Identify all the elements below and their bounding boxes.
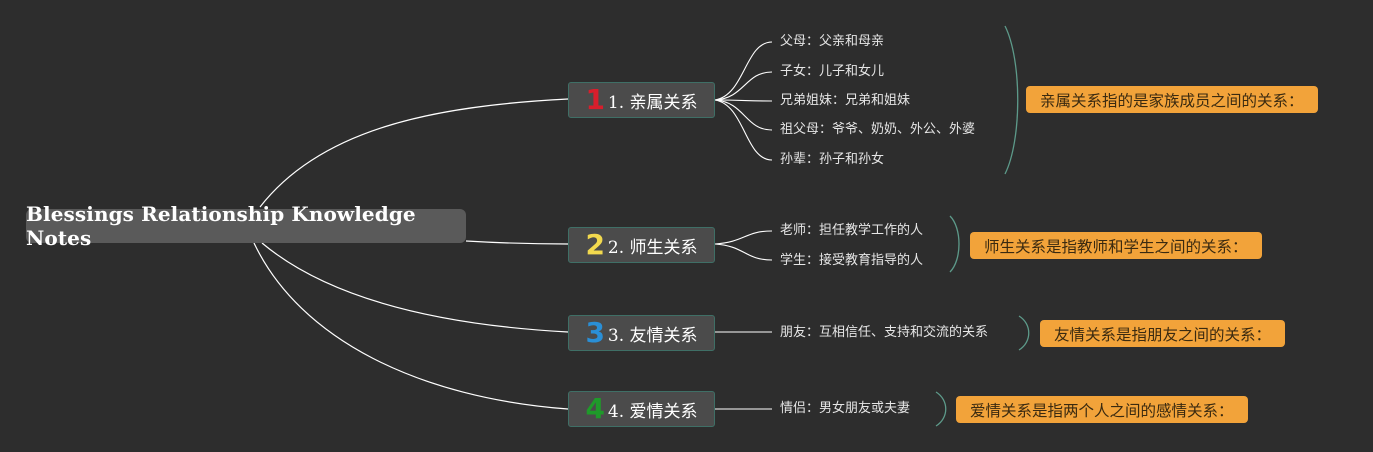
branch-1-leaf-line [714,99,773,161]
leaf-topic[interactable]: 朋友：互相信任、支持和交流的关系 [780,325,989,340]
summary-topic-3[interactable]: 友情关系是指朋友之间的关系： [1040,320,1286,347]
branch-label: 4. 爱情关系 [607,401,698,422]
branch-topic-2[interactable]: 2 2. 师生关系 [568,227,715,263]
branch-topic-3[interactable]: 3 3. 友情关系 [568,315,715,351]
leaf-topic[interactable]: 情侣：男女朋友或夫妻 [780,401,911,416]
priority-4-icon: 4 [585,392,605,425]
summary-bracket-1 [1004,25,1019,175]
root-to-branch-4-line [253,242,569,410]
leaf-topic[interactable]: 祖父母：爷爷、奶奶、外公、外婆 [780,122,976,137]
branch-label: 2. 师生关系 [607,237,698,258]
leaf-topic[interactable]: 学生：接受教育指导的人 [780,253,924,268]
branch-topic-1[interactable]: 1 1. 亲属关系 [568,82,715,118]
priority-2-icon: 2 [585,228,605,261]
leaf-topic[interactable]: 孙辈：孙子和孙女 [780,152,885,167]
branch-1-leaf-line [714,71,773,101]
summary-bracket-3 [1018,315,1030,351]
leaf-topic[interactable]: 兄弟姐妹：兄弟和姐妹 [780,93,911,108]
root-to-branch-3-line [261,242,569,333]
branch-label: 1. 亲属关系 [607,92,698,113]
summary-topic-1[interactable]: 亲属关系指的是家族成员之间的关系： [1026,86,1318,113]
summary-topic-4[interactable]: 爱情关系是指两个人之间的感情关系： [956,396,1248,423]
branch-topic-4[interactable]: 4 4. 爱情关系 [568,391,715,427]
branch-1-leaf-line [714,41,773,101]
branch-label: 3. 友情关系 [607,325,698,346]
summary-bracket-2 [949,215,960,273]
branch-2-leaf-line [714,243,773,261]
root-to-branch-2-line [465,240,569,245]
priority-1-icon: 1 [585,83,605,116]
priority-3-icon: 3 [585,316,605,349]
branch-1-leaf-line [714,99,773,102]
summary-topic-2[interactable]: 师生关系是指教师和学生之间的关系： [970,232,1262,259]
leaf-topic[interactable]: 父母：父亲和母亲 [780,34,885,49]
branch-1-leaf-line [714,99,773,131]
summary-bracket-4 [935,391,947,427]
leaf-topic[interactable]: 子女：儿子和女儿 [780,64,885,79]
root-to-branch-1-line [259,98,569,208]
leaf-topic[interactable]: 老师：担任教学工作的人 [780,223,924,238]
root-topic[interactable]: Blessings Relationship Knowledge Notes [26,202,466,250]
branch-2-leaf-line [714,230,773,245]
